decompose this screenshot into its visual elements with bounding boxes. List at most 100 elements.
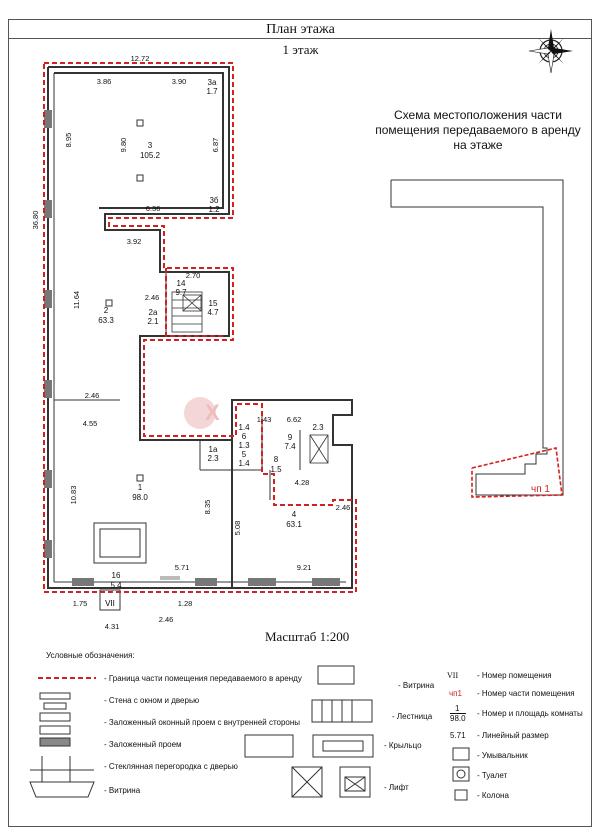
room-8-area: 1.5 [270, 465, 282, 474]
dim-1-28: 1.28 [178, 599, 193, 608]
scale-label: Масштаб 1:200 [265, 629, 350, 644]
dim-4-28: 4.28 [295, 478, 310, 487]
room-15-number: 15 [209, 299, 218, 308]
room-6-number: 6 [242, 432, 247, 441]
room-2a-area: 2.1 [147, 317, 159, 326]
dim-2-46-top: 2.46 [145, 293, 160, 302]
lease-boundary [43, 62, 357, 593]
legend-sample-area-top: 1 [455, 704, 460, 713]
dim-2-46-mid: 2.46 [85, 391, 100, 400]
dim-8-95: 8.95 [64, 133, 73, 148]
legend-symbols [29, 665, 470, 801]
room-1a-number: 1а [209, 445, 218, 454]
room-15-area: 4.7 [207, 308, 219, 317]
room-2-area: 63.3 [98, 316, 114, 325]
legend-room-area: - Номер и площадь комнаты [477, 709, 583, 718]
legend-sample-linear: 5.71 [450, 731, 466, 740]
section-mark: VII [105, 599, 115, 608]
dim-3-90: 3.90 [172, 77, 187, 86]
column-icon [105, 119, 144, 482]
dim-1-43: 1.43 [257, 415, 272, 424]
dim-12-72: 12.72 [131, 54, 150, 63]
dim-2-46-bottom: 2.46 [159, 615, 174, 624]
room-3-area: 105.2 [140, 151, 161, 160]
room-1-number: 1 [138, 483, 143, 492]
dim-6-62: 6.62 [287, 415, 302, 424]
room-7-area: 1.4 [238, 423, 250, 432]
legend-wall-window-door: - Стена с окном и дверью [104, 696, 200, 705]
dim-1-75: 1.75 [73, 599, 88, 608]
dim-10-83: 10.83 [69, 486, 78, 505]
dim-9-80: 9.80 [119, 138, 128, 153]
legend-porch: - Крыльцо [384, 741, 422, 750]
room-5-number: 5 [242, 450, 247, 459]
room-2-number: 2 [104, 306, 109, 315]
dim-6-87: 6.87 [211, 138, 220, 153]
dim-4-31: 4.31 [105, 622, 120, 631]
dim-4-55: 4.55 [83, 419, 98, 428]
room-6-area: 1.3 [238, 441, 250, 450]
watermark-logo-icon: Х [184, 397, 220, 429]
legend-room-number: - Номер помещения [477, 671, 552, 680]
dim-8-35: 8.35 [203, 500, 212, 515]
entrance-porch [93, 522, 147, 611]
room-10-area: 2.3 [312, 423, 324, 432]
legend-boundary: - Граница части помещения передаваемого … [104, 674, 302, 683]
location-scheme: чп 1 [390, 179, 564, 498]
stair-icon [171, 291, 203, 333]
room-3a-area: 1.7 [206, 87, 218, 96]
room-3a-number: 3а [208, 78, 217, 87]
dim-36-80: 36.80 [31, 211, 40, 230]
room-14-number: 14 [177, 279, 186, 288]
legend-vitrina-2: - Витрина [398, 681, 435, 690]
page-title: План этажа [266, 22, 335, 37]
toilet-icon [456, 769, 466, 779]
legend-stairs: - Лестница [392, 712, 433, 721]
dim-11-64: 11.64 [72, 291, 81, 309]
legend-toilet: - Туалет [477, 771, 508, 780]
room-3b-number: 3б [209, 196, 218, 205]
dim-5-08: 5.08 [233, 521, 242, 536]
header-separator [8, 38, 592, 39]
legend-title: Условные обозначения: [46, 651, 135, 660]
room-14-area: 9.7 [175, 288, 187, 297]
window-hatches [44, 110, 340, 586]
room-1-area: 98.0 [132, 493, 148, 502]
room-16-number: 16 [112, 571, 121, 580]
dim-6-36: 6.36 [146, 204, 161, 213]
legend-vitrina-1: - Витрина [104, 786, 141, 795]
room-9-number: 9 [288, 433, 293, 442]
legend-column: - Колона [477, 791, 509, 800]
legend-glass-partition: - Стеклянная перегородка с дверью [104, 762, 238, 771]
room-4-area: 63.1 [286, 520, 302, 529]
outer-walls [47, 66, 353, 589]
room-16-area: 5.4 [110, 581, 122, 590]
dimension-labels: 12.72 3.86 3.90 9.80 6.87 8.95 36.80 6.3… [31, 54, 350, 631]
room-9-area: 7.4 [284, 442, 296, 451]
legend-blocked-opening: - Заложенный проем [104, 740, 182, 749]
room-3b-area: 1.2 [208, 205, 220, 214]
room-4-number: 4 [292, 510, 297, 519]
dim-9-21: 9.21 [297, 563, 312, 572]
dim-2-70: 2.70 [186, 271, 201, 280]
scheme-title: Схема местоположения части помещения пер… [375, 108, 581, 152]
legend-part-number: - Номер части помещения [477, 689, 575, 698]
room-2a-number: 2а [149, 308, 158, 317]
legend-sample-part-number: чп1 [449, 689, 462, 698]
dim-2-46-right: 2.46 [336, 503, 351, 512]
dim-3-92: 3.92 [127, 237, 142, 246]
legend-blocked-window: - Заложенный оконный проем с внутренней … [104, 718, 301, 727]
room-labels: 3 105.2 3а 1.7 3б 1.2 2 63.3 2а 2.1 14 9… [98, 78, 324, 590]
dim-5-71: 5.71 [175, 563, 190, 572]
lift-icon [182, 294, 329, 464]
room-3-number: 3 [148, 141, 153, 150]
legend-lift: - Лифт [384, 783, 409, 792]
legend-sink: - Умывальник [477, 751, 528, 760]
svg-text:Х: Х [205, 400, 220, 425]
dim-3-86: 3.86 [97, 77, 112, 86]
floor-label: 1 этаж [282, 42, 319, 57]
room-8-number: 8 [274, 455, 279, 464]
scheme-marker: чп 1 [531, 484, 550, 495]
room-1a-area: 2.3 [207, 454, 219, 463]
legend-sample-room-number: VII [447, 671, 459, 680]
